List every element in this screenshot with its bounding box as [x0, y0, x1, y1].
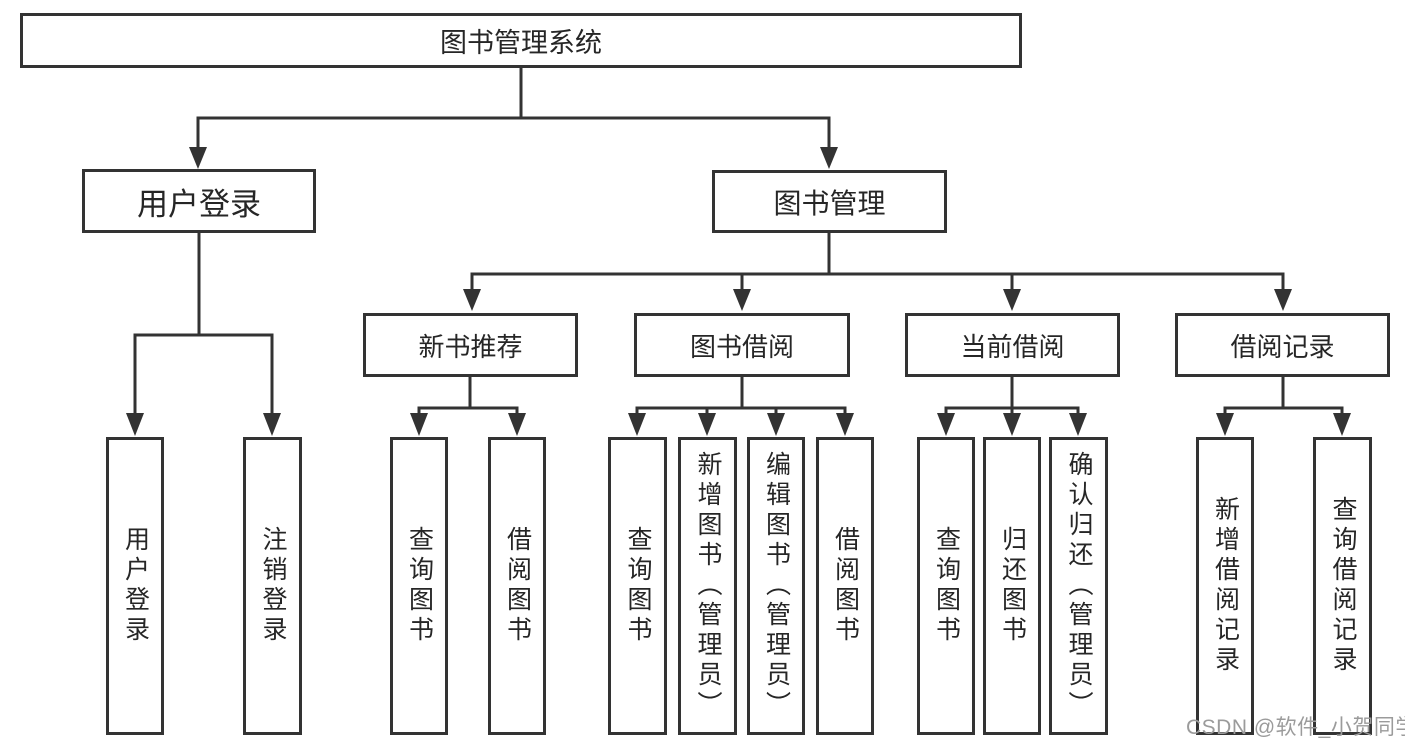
- node-query-books-current: 查询图书: [917, 437, 975, 735]
- node-current-borrow: 当前借阅: [905, 313, 1120, 377]
- node-label: 新增借阅记录: [1211, 496, 1240, 676]
- node-query-books-borrow: 查询图书: [608, 437, 667, 735]
- node-label: 查询图书: [932, 526, 961, 646]
- node-query-books-recommend: 查询图书: [390, 437, 448, 735]
- node-confirm-return-admin: 确认归还（管理员）: [1049, 437, 1108, 735]
- node-add-book-admin: 新增图书（管理员）: [678, 437, 737, 735]
- node-label: 借阅图书: [831, 526, 860, 646]
- node-label: 查询借阅记录: [1329, 496, 1357, 676]
- node-borrow-books-recommend: 借阅图书: [488, 437, 546, 735]
- node-label: 编辑图书（管理员）: [762, 451, 791, 721]
- node-return-books: 归还图书: [983, 437, 1041, 735]
- node-label: 图书借阅: [689, 331, 794, 362]
- node-label: 借阅记录: [1230, 331, 1335, 362]
- node-user-login-leaf: 用户登录: [106, 437, 164, 735]
- node-user-login: 用户登录: [82, 169, 316, 233]
- node-label: 注销登录: [259, 526, 287, 646]
- node-label: 确认归还（管理员）: [1065, 451, 1093, 721]
- node-label: 图书管理: [773, 187, 886, 219]
- node-new-book-recommend: 新书推荐: [363, 313, 578, 377]
- node-label: 查询图书: [405, 526, 434, 646]
- node-query-borrow-record: 查询借阅记录: [1313, 437, 1372, 735]
- node-label: 新书推荐: [418, 331, 523, 362]
- csdn-watermark: CSDN @软件_小贺同学: [1186, 716, 1405, 739]
- node-book-management: 图书管理: [712, 170, 947, 233]
- node-borrow-books-leaf: 借阅图书: [816, 437, 874, 735]
- node-add-borrow-record: 新增借阅记录: [1196, 437, 1254, 735]
- node-label: 借阅图书: [503, 526, 532, 646]
- node-label: 新增图书（管理员）: [694, 451, 722, 721]
- node-logout-leaf: 注销登录: [243, 437, 302, 735]
- node-book-borrow: 图书借阅: [634, 313, 850, 377]
- node-label: 用户登录: [137, 186, 261, 222]
- node-library-system: 图书管理系统: [20, 13, 1022, 68]
- node-label: 用户登录: [121, 526, 150, 646]
- node-label: 查询图书: [624, 526, 652, 646]
- node-edit-book-admin: 编辑图书（管理员）: [747, 437, 805, 735]
- node-label: 图书管理系统: [440, 28, 602, 58]
- node-borrow-records: 借阅记录: [1175, 313, 1390, 377]
- node-label: 当前借阅: [960, 331, 1065, 362]
- arrowheads: [126, 147, 1351, 436]
- node-label: 归还图书: [998, 526, 1027, 646]
